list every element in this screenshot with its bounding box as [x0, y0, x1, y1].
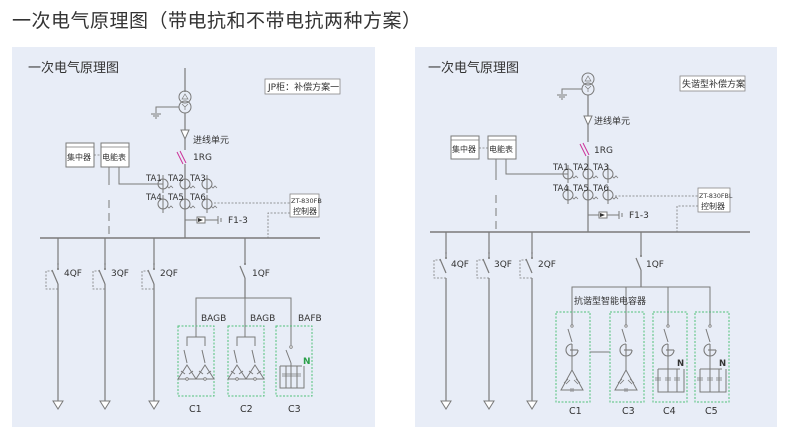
- right-feeder-4qf: 4QF: [433, 232, 469, 410]
- left-transformer-icon: [155, 68, 192, 130]
- right-capacitor-group-label: 抗谐型智能电容器: [574, 295, 646, 307]
- svg-text:控制器: 控制器: [293, 206, 317, 216]
- svg-text:4QF: 4QF: [451, 260, 469, 270]
- left-controller-box: ZT-830FB 控制器: [289, 193, 322, 218]
- svg-text:N: N: [719, 359, 726, 369]
- left-c2-label: C2: [240, 404, 253, 415]
- left-incoming-label: 进线单元: [193, 134, 229, 146]
- svg-text:TA6: TA6: [592, 184, 609, 194]
- left-capacitor-c2: [227, 325, 265, 397]
- right-c4-label: C4: [663, 406, 676, 417]
- svg-text:1QF: 1QF: [252, 269, 270, 279]
- right-meter-box: 电能表: [487, 135, 517, 160]
- right-transformer-icon: [561, 72, 595, 116]
- svg-text:TA2: TA2: [572, 163, 589, 173]
- svg-text:3QF: 3QF: [111, 269, 129, 279]
- right-fuse-icon: [579, 142, 590, 157]
- svg-text:4QF: 4QF: [64, 269, 82, 279]
- right-capacitor-c5: N: [694, 311, 730, 403]
- left-feeder-1qf: 1QF: [195, 238, 292, 345]
- right-capacitor-c3: [609, 311, 645, 403]
- left-surge-label: F1-3: [228, 216, 248, 226]
- svg-text:N: N: [677, 359, 684, 369]
- page-title: 一次电气原理图（带电抗和不带电抗两种方案）: [12, 10, 422, 32]
- left-cap-type-1: BAGB: [201, 314, 226, 324]
- left-feeder-4qf: 4QF: [45, 238, 82, 410]
- svg-text:2QF: 2QF: [160, 269, 178, 279]
- left-cap-type-3: BAFB: [298, 314, 322, 324]
- right-capacitor-c4: N: [652, 311, 688, 403]
- svg-text:2QF: 2QF: [538, 260, 556, 270]
- left-incoming-icon: [180, 129, 190, 141]
- svg-text:TA3: TA3: [592, 163, 609, 173]
- left-fuse-icon: [176, 150, 187, 165]
- right-fuse-label: 1RG: [594, 146, 613, 156]
- svg-text:ZT-830FB: ZT-830FB: [291, 197, 322, 205]
- right-feeder-1qf: 1QF: [571, 232, 711, 325]
- right-incoming-label: 进线单元: [594, 115, 630, 127]
- left-feeder-3qf: 3QF: [92, 238, 129, 410]
- svg-text:集中器: 集中器: [67, 152, 91, 162]
- left-feeder-2qf: 2QF: [141, 238, 178, 410]
- svg-text:控制器: 控制器: [701, 201, 725, 211]
- svg-text:TA2: TA2: [167, 174, 184, 184]
- left-c1-label: C1: [189, 404, 202, 415]
- right-diagram-title: 一次电气原理图: [428, 60, 519, 76]
- right-incoming-icon: [583, 115, 593, 127]
- right-ct-group: TA1 TA2 TA3 TA4 TA5 TA6: [552, 163, 619, 205]
- right-controller-box: ZT-830FBL 控制器: [697, 187, 733, 213]
- svg-text:TA1: TA1: [552, 163, 569, 173]
- svg-text:TA3: TA3: [189, 174, 206, 184]
- right-c5-label: C5: [705, 406, 718, 417]
- svg-text:TA4: TA4: [145, 193, 162, 203]
- left-concentrator-box: 集中器: [65, 142, 95, 168]
- right-feeder-3qf: 3QF: [476, 232, 512, 410]
- right-feeder-2qf: 2QF: [519, 232, 556, 410]
- svg-text:TA5: TA5: [167, 193, 184, 203]
- right-capacitor-c1: [555, 311, 591, 403]
- left-ground-icon: [151, 113, 161, 119]
- left-ct-group: TA1 TA2 TA3 TA4 TA5 TA6: [145, 174, 218, 214]
- right-diagram-panel: 一次电气原理图 失谐型补偿方案 进线单元 1RG 集中器: [415, 47, 777, 427]
- left-meter-box: 电能表: [100, 142, 130, 168]
- left-neutral-label: N: [303, 357, 311, 367]
- right-concentrator-box: 集中器: [450, 135, 480, 160]
- svg-text:ZT-830FBL: ZT-830FBL: [699, 193, 733, 200]
- right-surge-arrester-icon: [588, 211, 623, 219]
- left-capacitor-c1: [177, 325, 215, 397]
- svg-text:电能表: 电能表: [489, 144, 513, 154]
- svg-text:TA5: TA5: [572, 184, 589, 194]
- left-fuse-label: 1RG: [193, 153, 212, 163]
- svg-text:集中器: 集中器: [452, 144, 476, 154]
- svg-text:TA4: TA4: [552, 184, 569, 194]
- left-c3-label: C3: [288, 404, 301, 415]
- right-c3-label: C3: [622, 406, 635, 417]
- svg-text:TA1: TA1: [145, 174, 162, 184]
- svg-text:3QF: 3QF: [494, 260, 512, 270]
- left-scheme-label: JP柜：补偿方案一: [267, 81, 339, 93]
- right-c1-label: C1: [569, 406, 582, 417]
- right-surge-label: F1-3: [629, 211, 649, 221]
- svg-text:电能表: 电能表: [102, 152, 126, 162]
- left-cap-type-2: BAGB: [250, 314, 275, 324]
- svg-text:TA6: TA6: [189, 193, 206, 203]
- left-diagram-title: 一次电气原理图: [28, 60, 119, 76]
- right-ground-icon: [557, 94, 567, 100]
- right-scheme-label: 失谐型补偿方案: [682, 78, 745, 90]
- left-diagram-panel: 一次电气原理图 JP柜：补偿方案一 进线单元 1RG: [12, 47, 375, 427]
- svg-text:1QF: 1QF: [646, 260, 664, 270]
- left-capacitor-c3: N: [275, 325, 313, 397]
- left-surge-arrester-icon: [185, 216, 222, 224]
